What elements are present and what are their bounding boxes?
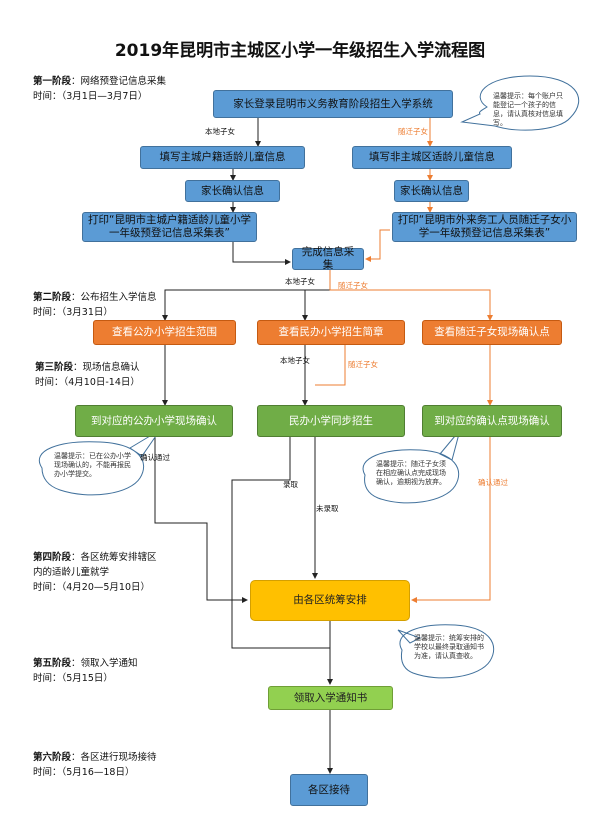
print-local-form-node: 打印“昆明市主城户籍适龄儿童小学一年级预登记信息采集表” [82, 212, 257, 242]
stage-2-name: 第二阶段 [33, 292, 72, 303]
tip-note-1: 温馨提示：每个账户只能登记一个孩子的信息，请认真核对信息填写。 [493, 92, 563, 127]
page-title: 2019年昆明市主城区小学一年级招生入学流程图 [114, 41, 486, 61]
migrant-points-node: 查看随迁子女现场确认点 [422, 320, 562, 345]
tip-note-4: 温馨提示：统筹安排的学校以最终录取通知书为准，请认真查收。 [414, 634, 484, 660]
stage-6-desc: ：各区进行现场接待 [71, 752, 157, 763]
stage-3-name: 第三阶段 [35, 362, 74, 373]
public-confirm-node: 到对应的公办小学现场确认 [75, 405, 233, 437]
stage-5-desc: ：领取入学通知 [71, 658, 138, 669]
private-brief-node: 查看民办小学招生简章 [257, 320, 405, 345]
stage-1-time: 时间：（3月1日—3月7日） [33, 91, 148, 102]
stage-6-name: 第六阶段 [33, 752, 72, 763]
stage-6-time: 时间：（5月16—18日） [33, 767, 135, 778]
complete-collection-node: 完成信息采集 [292, 246, 364, 271]
stage-1-name: 第一阶段 [33, 76, 72, 87]
stage-5-name: 第五阶段 [33, 658, 72, 669]
fill-migrant-info-node: 填写非主城区适龄儿童信息 [352, 146, 512, 169]
stage-2-time: 时间：（3月31日） [33, 307, 113, 318]
label-confirm-pass-1: 确认通过 [140, 453, 170, 462]
stage-4-name: 第四阶段 [33, 552, 72, 563]
stage-5: 第五阶段：领取入学通知 时间：（5月15日） [33, 656, 138, 686]
point-confirm-node: 到对应的确认点现场确认 [422, 405, 562, 437]
label-migrant-3: 随迁子女 [348, 360, 378, 369]
stage-2: 第二阶段：公布招生入学信息 时间：（3月31日） [33, 290, 157, 320]
confirm-migrant-node: 家长确认信息 [394, 180, 469, 202]
label-local-1: 本地子女 [205, 127, 235, 136]
stage-3-time: 时间：（4月10日-14日） [35, 377, 140, 388]
stage-1: 第一阶段：网络预登记信息采集 时间：（3月1日—3月7日） [33, 74, 166, 104]
stage-6: 第六阶段：各区进行现场接待 时间：（5月16—18日） [33, 750, 157, 780]
stage-3-desc: ：现场信息确认 [73, 362, 140, 373]
label-migrant-1: 随迁子女 [398, 127, 428, 136]
get-notice-node: 领取入学通知书 [268, 686, 393, 710]
stage-1-desc: ：网络预登记信息采集 [71, 76, 167, 87]
stage-4-desc: ：各区统筹安排辖区 [71, 552, 157, 563]
label-local-3: 本地子女 [280, 356, 310, 365]
district-plan-node: 由各区统筹安排 [250, 580, 410, 621]
label-local-2: 本地子女 [285, 277, 315, 286]
label-migrant-2: 随迁子女 [338, 281, 368, 290]
private-sync-node: 民办小学同步招生 [257, 405, 405, 437]
stage-4: 第四阶段：各区统筹安排辖区 内的适龄儿童就学 时间：（4月20—5月10日） [33, 550, 157, 595]
fill-local-info-node: 填写主城户籍适龄儿童信息 [140, 146, 305, 169]
login-system-node: 家长登录昆明市义务教育阶段招生入学系统 [213, 90, 453, 118]
print-migrant-form-node: 打印“昆明市外来务工人员随迁子女小学一年级预登记信息采集表” [392, 212, 577, 242]
district-reception-node: 各区接待 [290, 774, 368, 806]
stage-3: 第三阶段：现场信息确认 时间：（4月10日-14日） [35, 360, 140, 390]
label-admitted: 录取 [283, 480, 298, 489]
stage-5-time: 时间：（5月15日） [33, 673, 113, 684]
public-scope-node: 查看公办小学招生范围 [93, 320, 236, 345]
tip-note-3: 温馨提示：随迁子女须在相应确认点完成现场确认，逾期视为放弃。 [376, 460, 446, 486]
stage-2-desc: ：公布招生入学信息 [71, 292, 157, 303]
label-not-admitted: 未录取 [316, 504, 339, 513]
confirm-local-node: 家长确认信息 [185, 180, 280, 202]
stage-4-time: 时间：（4月20—5月10日） [33, 582, 151, 593]
tip-note-2: 温馨提示：已在公办小学现场确认的，不能再报民办小学提交。 [54, 452, 131, 478]
stage-4-desc2: 内的适龄儿童就学 [33, 567, 110, 578]
label-confirm-pass-2: 确认通过 [478, 478, 508, 487]
